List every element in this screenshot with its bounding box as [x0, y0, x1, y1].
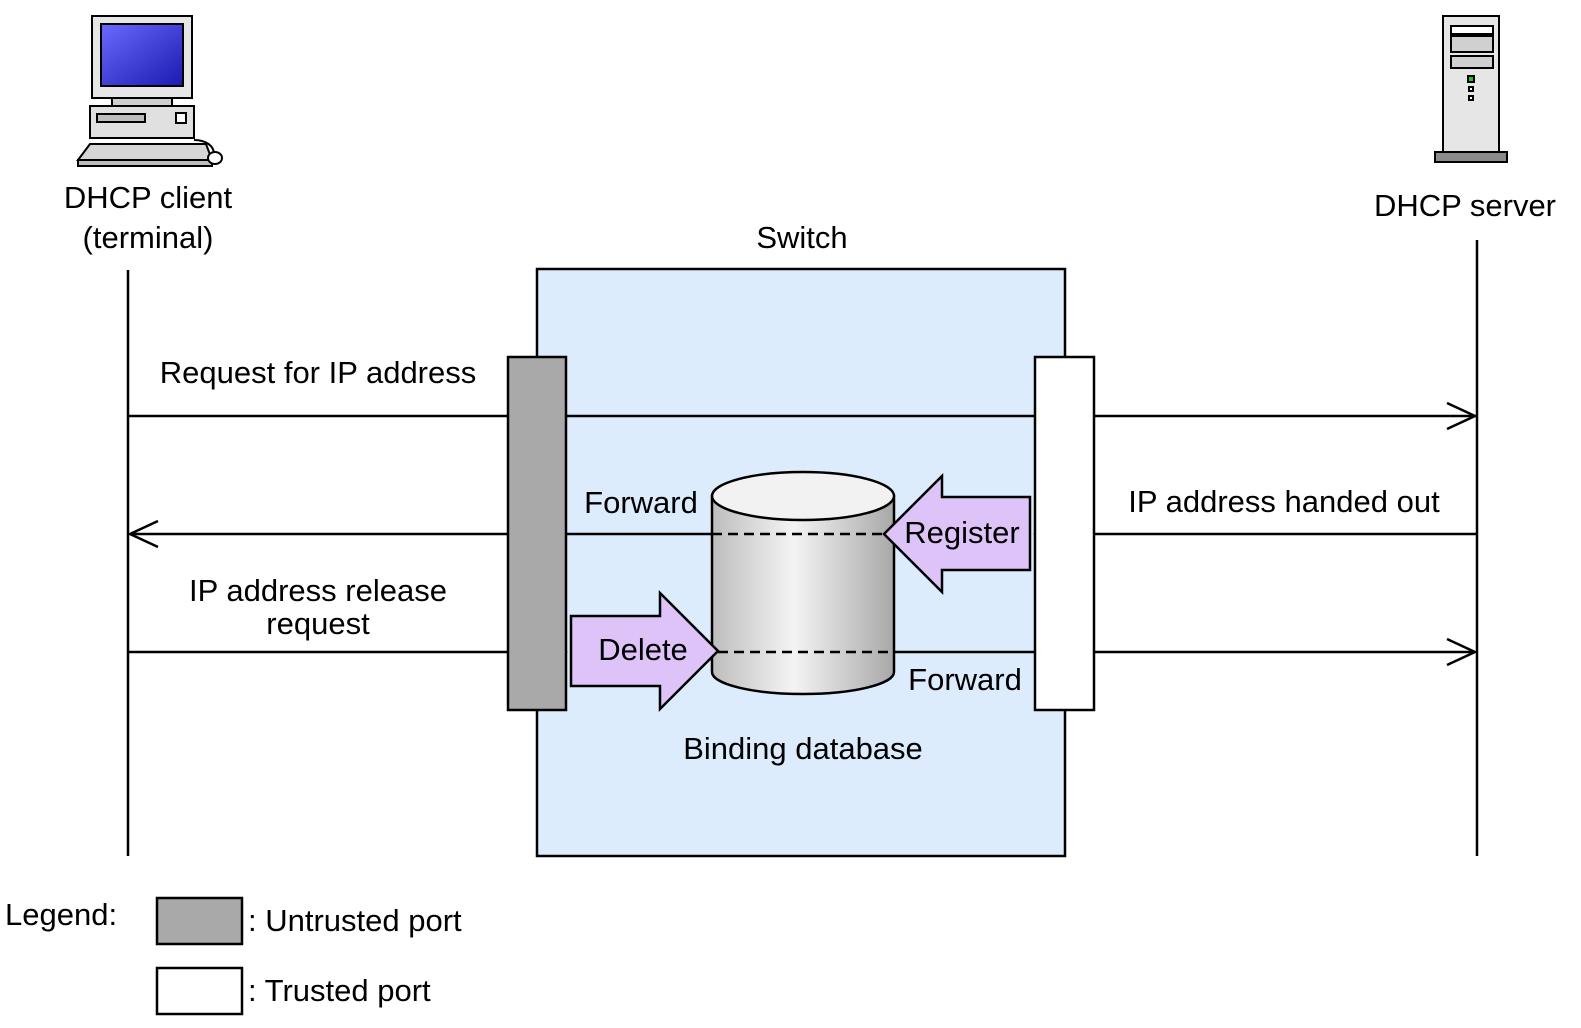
switch-label: Switch: [756, 220, 847, 255]
forward-to-server-arrow: [894, 637, 1478, 667]
tower-server-icon: [1434, 15, 1508, 163]
desktop-computer-icon: [76, 15, 223, 167]
delete-arrow: [569, 589, 720, 713]
legend-trusted-label: : Trusted port: [248, 973, 431, 1008]
client-label-line2: (terminal): [83, 220, 214, 255]
handed-out-arrow: [1033, 519, 1477, 549]
register-arrow: [882, 472, 1032, 596]
server-label: DHCP server: [1374, 188, 1556, 223]
database-cylinder-icon: [710, 470, 896, 696]
forward-left-label: Forward: [584, 485, 698, 520]
untrusted-port: [506, 355, 568, 712]
legend-title: Legend:: [5, 897, 117, 932]
legend-untrusted-label: : Untrusted port: [248, 903, 462, 938]
register-label: Register: [904, 515, 1019, 550]
client-label-line1: DHCP client: [64, 180, 233, 215]
release-label-line2: request: [266, 606, 370, 641]
handed-out-label: IP address handed out: [1128, 484, 1440, 519]
legend-trusted-swatch: [155, 966, 244, 1016]
legend-untrusted-swatch: [155, 896, 244, 946]
forward-right-label: Forward: [908, 662, 1022, 697]
binding-database-label: Binding database: [683, 731, 923, 766]
release-label-line1: IP address release: [189, 573, 447, 608]
request-label: Request for IP address: [160, 355, 477, 390]
delete-label: Delete: [598, 632, 688, 667]
forward-to-client-arrow: [127, 519, 712, 549]
release-request-arrow: [128, 637, 568, 667]
request-arrow: [128, 401, 1478, 431]
trusted-port: [1033, 355, 1096, 712]
